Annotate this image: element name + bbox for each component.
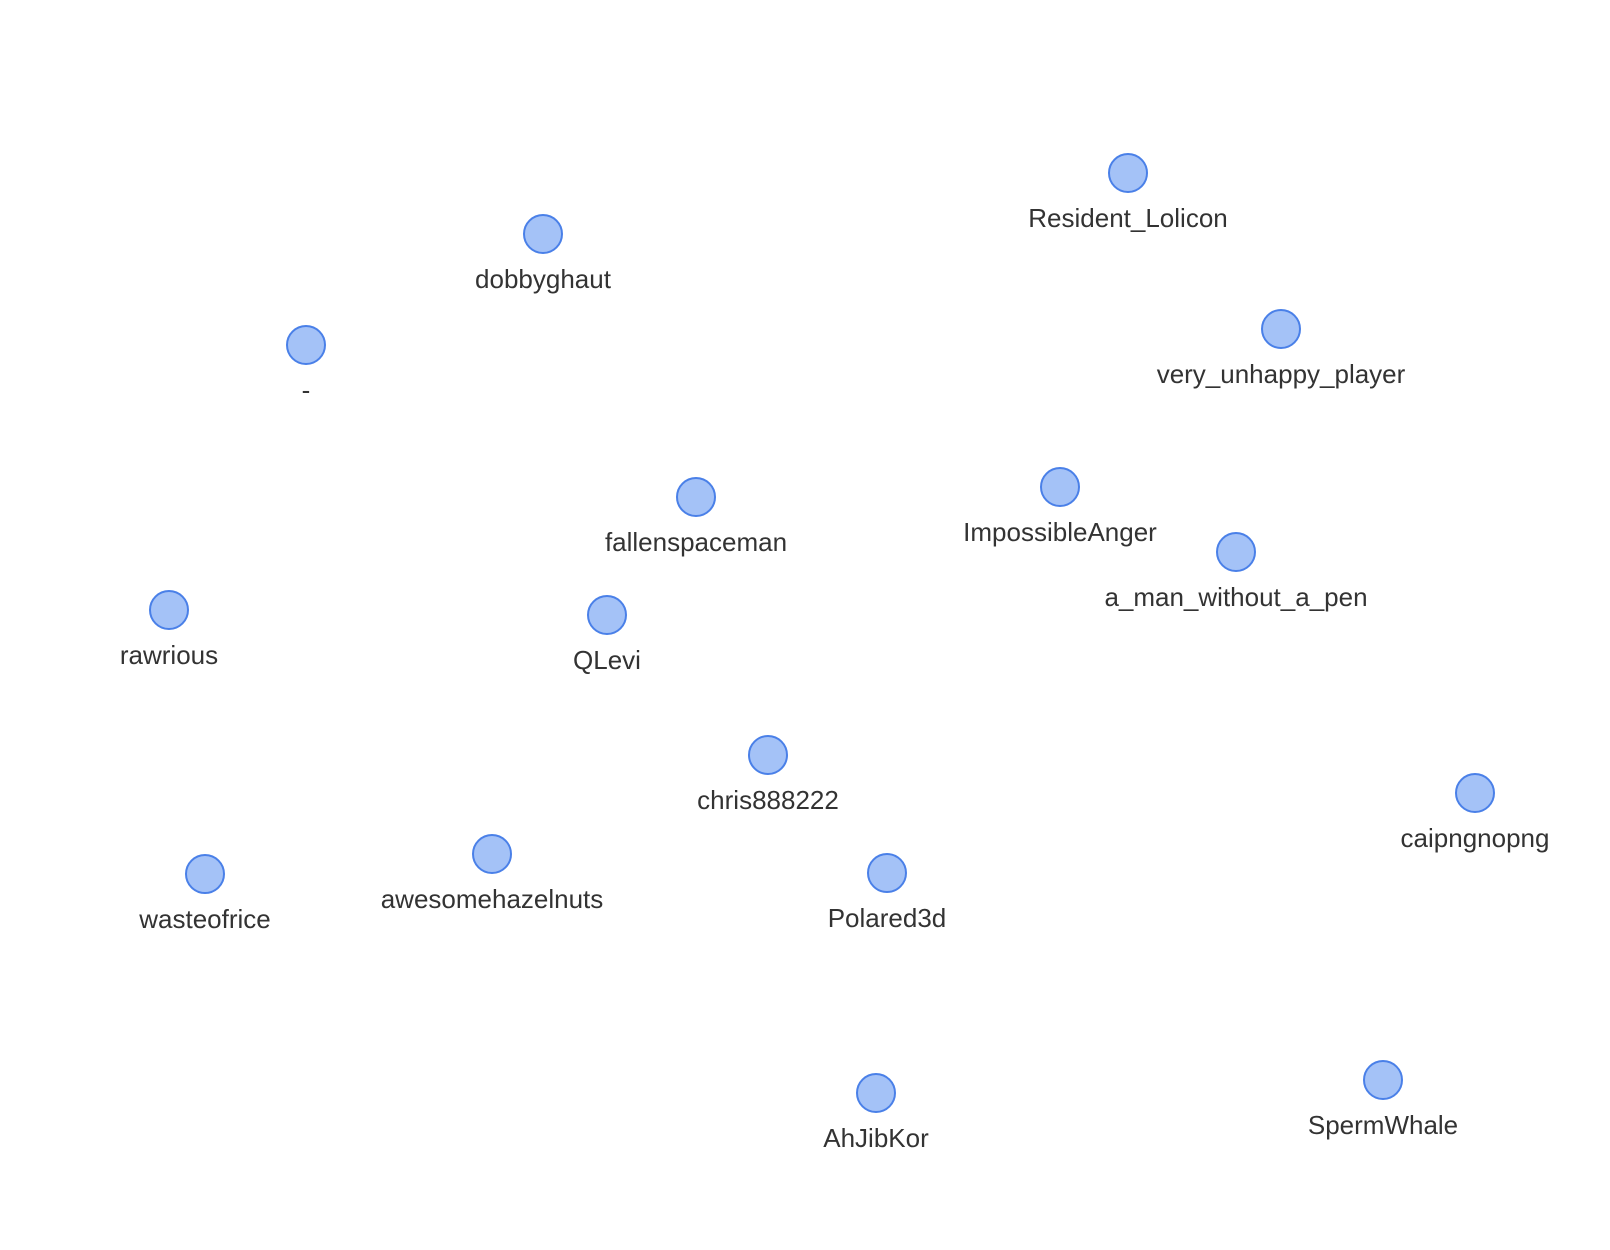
node-label: Polared3d: [827, 903, 947, 933]
node-circle[interactable]: [676, 477, 716, 517]
node-circle[interactable]: [1216, 532, 1256, 572]
node-label: ImpossibleAnger: [963, 517, 1157, 547]
node-label: awesomehazelnuts: [380, 884, 604, 914]
node-circle[interactable]: [149, 590, 189, 630]
node-circle[interactable]: [472, 834, 512, 874]
node-circle[interactable]: [587, 595, 627, 635]
node-label: SpermWhale: [1307, 1110, 1459, 1140]
node-label: -: [301, 375, 311, 405]
node-circle[interactable]: [1363, 1060, 1403, 1100]
node-circle[interactable]: [1455, 773, 1495, 813]
node-label: QLevi: [573, 645, 641, 675]
node-circle[interactable]: [1108, 153, 1148, 193]
node-label: caipngnopng: [1400, 823, 1550, 853]
node-circle[interactable]: [1040, 467, 1080, 507]
node-circle[interactable]: [185, 854, 225, 894]
node-label: fallenspaceman: [604, 527, 788, 557]
node-circle[interactable]: [286, 325, 326, 365]
node-label: AhJibKor: [823, 1123, 929, 1153]
node-label: chris888222: [697, 785, 839, 815]
node-circle[interactable]: [523, 214, 563, 254]
node-label: dobbyghaut: [475, 264, 611, 294]
node-circle[interactable]: [867, 853, 907, 893]
node-label: very_unhappy_player: [1156, 359, 1406, 389]
node-label: Resident_Lolicon: [1028, 203, 1228, 233]
node-circle[interactable]: [748, 735, 788, 775]
node-label: rawrious: [119, 640, 219, 670]
node-circle[interactable]: [1261, 309, 1301, 349]
node-circle[interactable]: [856, 1073, 896, 1113]
node-label: a_man_without_a_pen: [1104, 582, 1368, 612]
node-label: wasteofrice: [139, 904, 271, 934]
